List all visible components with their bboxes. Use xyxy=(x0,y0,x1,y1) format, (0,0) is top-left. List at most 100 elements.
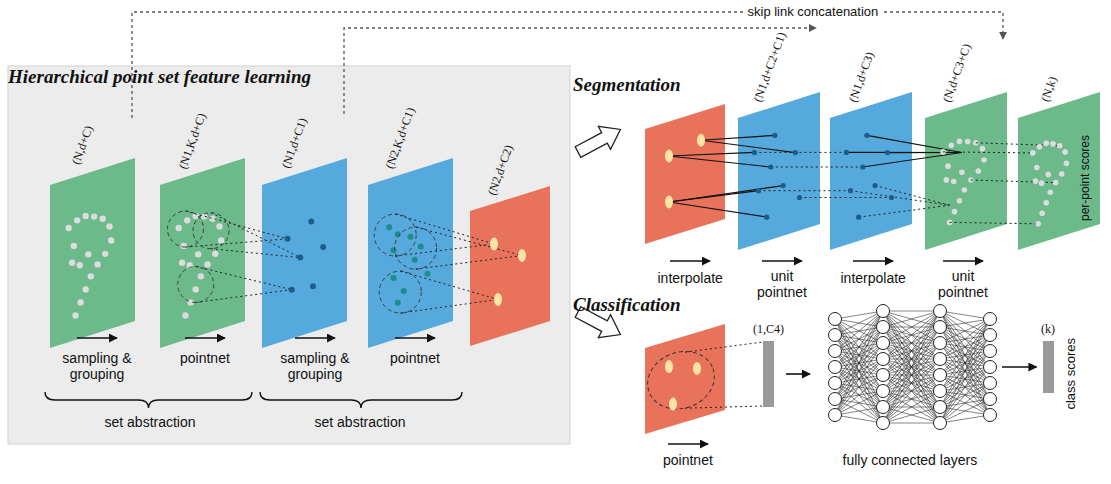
brace xyxy=(45,392,252,408)
network-weight xyxy=(883,311,940,312)
dimension-label: (N1,d+C1) xyxy=(279,116,310,170)
propagation-line xyxy=(851,191,950,206)
neuron xyxy=(877,337,890,350)
pooling-region xyxy=(639,342,722,418)
flow-arrow xyxy=(853,260,893,262)
branch-arrow xyxy=(572,118,627,163)
flow-arrow xyxy=(395,337,435,339)
operation-label: pointnet xyxy=(390,350,440,366)
output-label: class scores xyxy=(1064,338,1078,410)
dimension-label: (N,d+C3+C) xyxy=(939,41,973,103)
grouping-ball xyxy=(379,271,421,313)
centroid-dot xyxy=(772,133,777,138)
network-weight xyxy=(835,311,883,383)
network-weight xyxy=(883,327,940,423)
neuron xyxy=(934,417,947,430)
network-weight xyxy=(883,407,940,423)
network-weight xyxy=(883,343,940,423)
point-cloud-dot xyxy=(91,213,97,219)
point-cloud-dot xyxy=(212,251,218,257)
neuron xyxy=(829,329,842,342)
centroid-dot xyxy=(425,271,431,277)
flow-arrow xyxy=(77,337,117,339)
centroid-dot xyxy=(418,244,424,250)
point-cloud-dot xyxy=(944,177,950,183)
point-cloud-dot xyxy=(72,312,78,318)
panel-ground xyxy=(8,66,570,444)
point-cloud-dot xyxy=(94,261,100,267)
network-weight xyxy=(940,311,990,319)
network-weight xyxy=(940,311,990,351)
dimension-label: (1,C4) xyxy=(753,322,784,336)
point-cloud-dot xyxy=(176,225,182,231)
neuron xyxy=(877,417,890,430)
centroid-dot xyxy=(764,215,769,220)
network-weight xyxy=(835,327,883,415)
network-weight xyxy=(883,311,940,327)
grouping-ball xyxy=(395,227,437,269)
operation-label: pointnet xyxy=(663,452,713,468)
grouping-ball xyxy=(178,267,214,303)
feature-learning-panel: (N,d+C)(N1,K,d+C)(N1,d+C1)(N2,K,d+C1)(N2… xyxy=(8,66,570,444)
point-cloud-dot xyxy=(218,237,224,243)
point-cloud-dot xyxy=(71,243,77,249)
network-weight xyxy=(940,311,990,415)
panel-title: Hierarchical point set feature learning xyxy=(8,66,311,88)
point-cloud-dot xyxy=(1033,178,1039,184)
point-cloud-dot xyxy=(204,261,210,267)
interpolation-line xyxy=(669,202,767,217)
network-weight xyxy=(835,351,883,423)
centroid-dot xyxy=(401,288,407,294)
operation-label: interpolate xyxy=(658,270,723,286)
dimension-label: (k) xyxy=(1041,322,1055,336)
propagation-line xyxy=(875,186,950,206)
network-weight xyxy=(883,311,940,375)
neuron xyxy=(877,353,890,366)
centroid-dot xyxy=(395,300,401,306)
feature-point xyxy=(665,196,673,209)
centroid-dot xyxy=(310,283,316,289)
fully-connected-network xyxy=(829,305,997,430)
interpolation-line xyxy=(701,135,775,140)
neuron xyxy=(877,369,890,382)
point-cloud-dot xyxy=(962,187,968,193)
feature-plane: (N2,d+C2) xyxy=(470,141,550,346)
operation-label: set abstraction xyxy=(315,414,406,430)
branch-arrow xyxy=(572,301,627,346)
point-cloud-dot xyxy=(945,163,951,169)
operation-label: unit pointnet xyxy=(931,268,995,300)
point-cloud-dot xyxy=(1045,172,1051,178)
plane-fill xyxy=(1018,92,1100,250)
network-weight xyxy=(835,359,883,415)
centroid-dot xyxy=(285,236,291,242)
flow-arrow xyxy=(185,337,225,339)
plane-shape xyxy=(262,158,347,348)
point-cloud-dot xyxy=(102,251,108,257)
network-weight xyxy=(883,391,940,423)
point-cloud-dot xyxy=(1057,143,1063,149)
point-cloud-dot xyxy=(184,217,190,223)
plane-fill xyxy=(470,186,550,346)
point-cloud-dot xyxy=(1053,180,1059,186)
feature-plane: (N,d+C3+C) xyxy=(925,39,1007,250)
network-weight xyxy=(940,351,990,423)
network-weight xyxy=(940,383,990,423)
network-weight xyxy=(835,319,883,423)
plane-fill xyxy=(830,92,912,250)
flow-arrow xyxy=(943,260,983,262)
propagation-line xyxy=(859,205,950,217)
network-weight xyxy=(835,311,883,399)
edge-label: skip link concatenation xyxy=(744,4,883,20)
network-weight xyxy=(835,335,883,423)
point-cloud-dot xyxy=(1034,165,1040,171)
centroid-dot xyxy=(781,183,786,188)
point-cloud-dot xyxy=(1059,171,1065,177)
network-weight xyxy=(940,399,990,423)
neuron xyxy=(877,401,890,414)
network-weight xyxy=(883,311,940,343)
neuron xyxy=(934,401,947,414)
point-cloud-dot xyxy=(179,260,185,266)
point-cloud-dot xyxy=(952,209,958,215)
propagation-line xyxy=(754,152,846,153)
dimension-label: (N2,d+C2) xyxy=(485,143,516,197)
